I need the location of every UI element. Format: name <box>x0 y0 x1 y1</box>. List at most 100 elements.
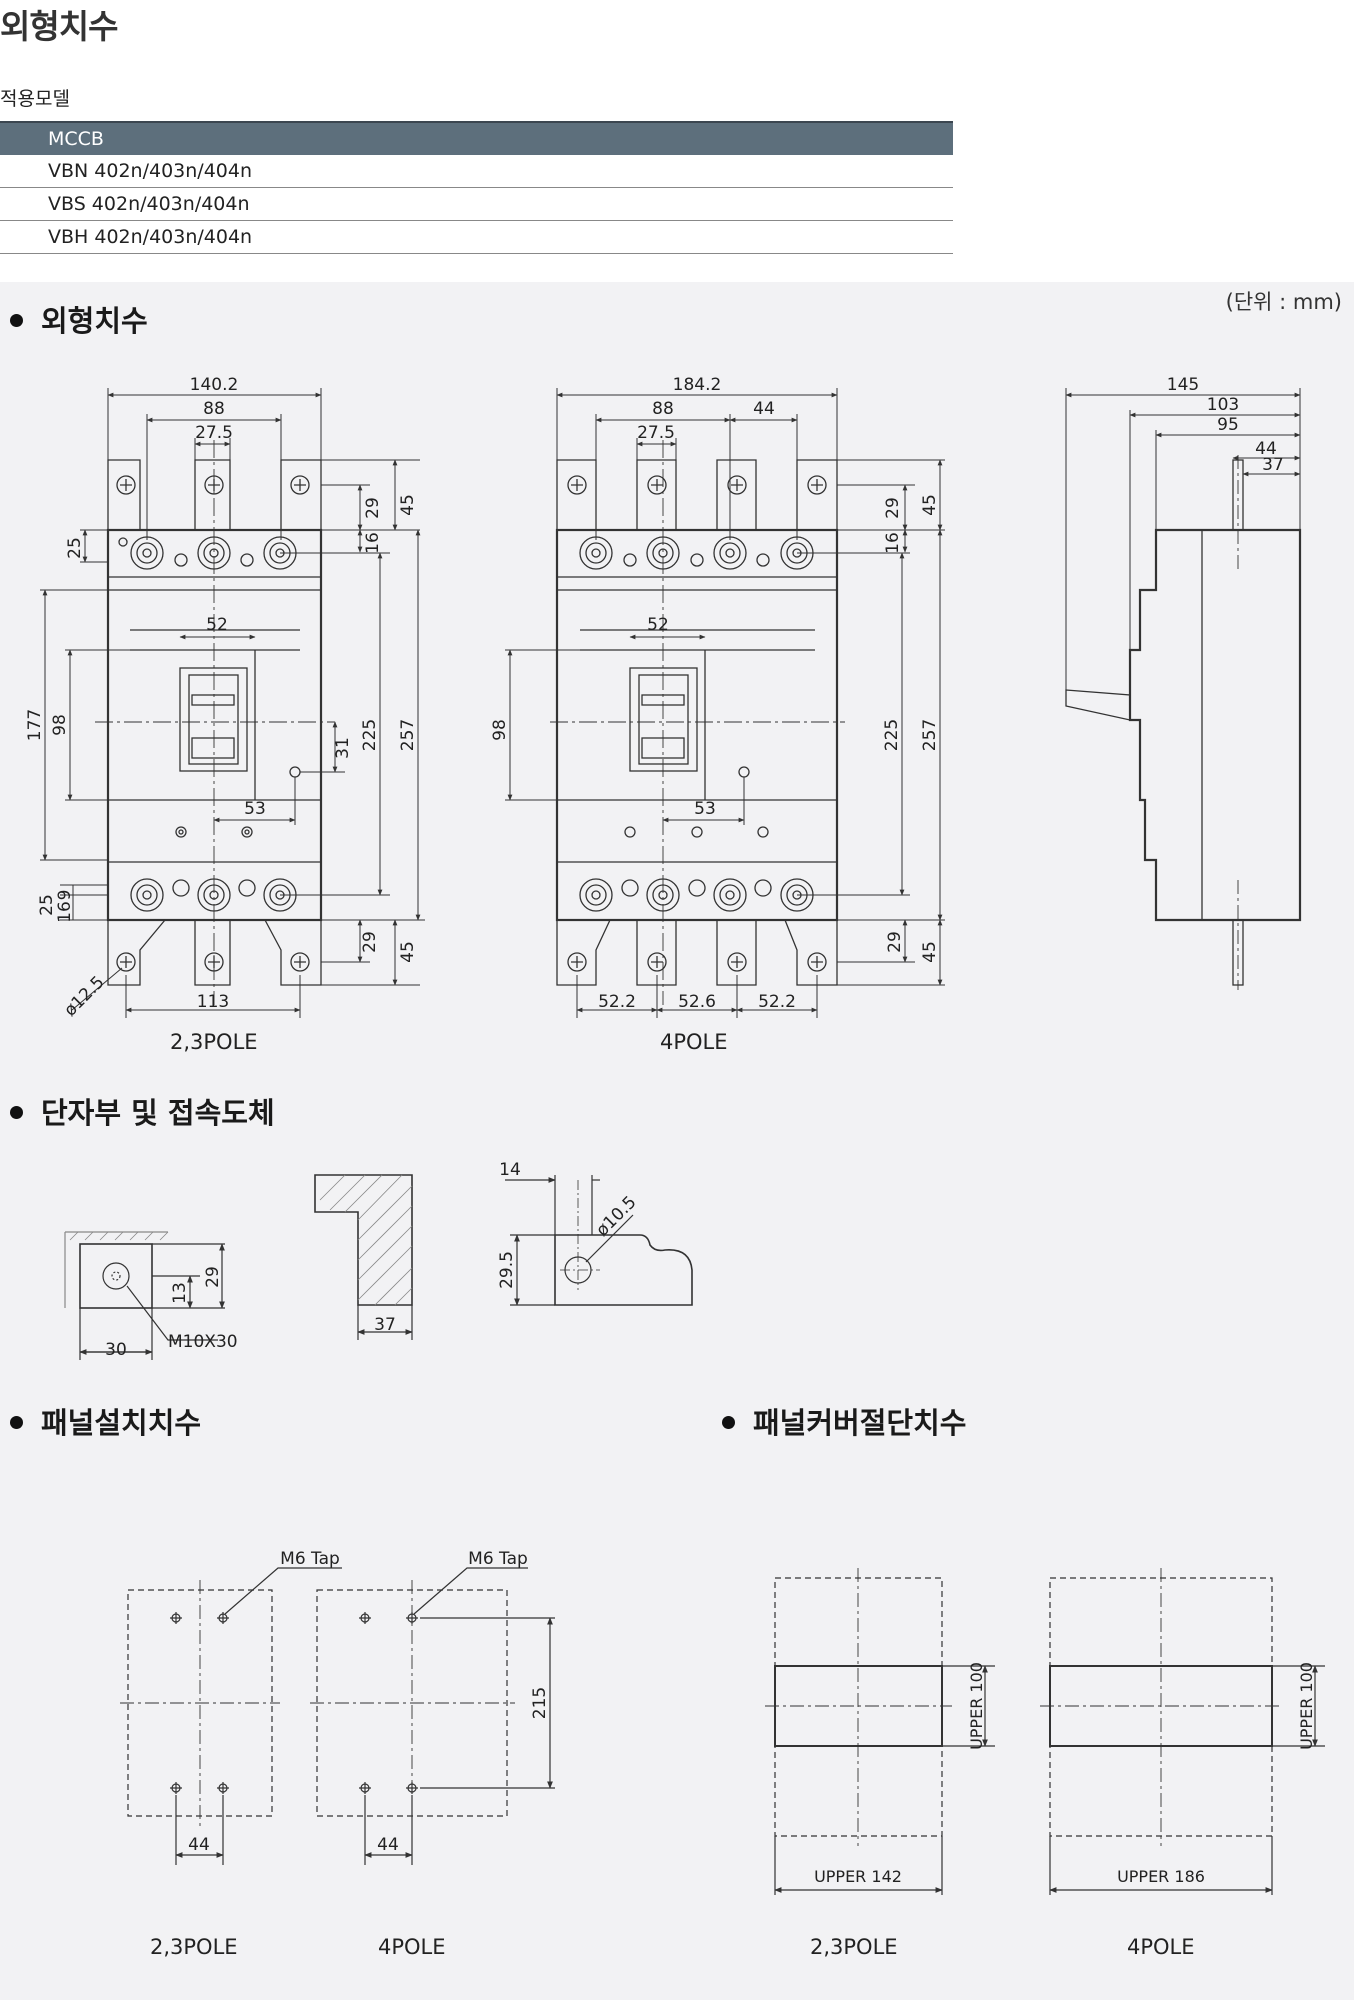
svg-text:52: 52 <box>206 615 228 635</box>
svg-text:UPPER 186: UPPER 186 <box>1117 1867 1205 1886</box>
models-table: MCCB VBN 402n/403n/404n VBS 402n/403n/40… <box>0 121 953 254</box>
table-row: VBS 402n/403n/404n <box>0 187 953 221</box>
terminal-drawings <box>64 1174 693 1360</box>
svg-text:25: 25 <box>37 894 57 916</box>
svg-text:44: 44 <box>377 1835 399 1855</box>
svg-text:225: 225 <box>360 719 380 751</box>
svg-text:45: 45 <box>398 941 418 963</box>
svg-text:M10X30: M10X30 <box>168 1332 238 1352</box>
svg-text:225: 225 <box>882 719 902 751</box>
svg-text:98: 98 <box>490 719 510 741</box>
caption-install-23pole: 2,3POLE <box>150 1935 238 1959</box>
dims-4pole <box>505 388 945 1018</box>
bullet-icon <box>10 313 23 327</box>
svg-text:14: 14 <box>499 1160 521 1180</box>
bullet-icon <box>10 1415 23 1429</box>
svg-text:88: 88 <box>203 399 225 419</box>
svg-text:16: 16 <box>363 532 383 554</box>
svg-text:98: 98 <box>50 714 70 736</box>
applicable-models-label: 적용모델 <box>0 88 70 110</box>
side-view <box>1065 455 1302 990</box>
svg-text:ø12.5: ø12.5 <box>60 972 108 1020</box>
panel-install-labels: M6 Tap M6 Tap 44 44 215 <box>188 1549 550 1855</box>
svg-text:88: 88 <box>652 399 674 419</box>
dim-labels-side: 145 103 95 44 37 <box>1167 375 1284 475</box>
svg-text:29: 29 <box>363 497 383 519</box>
front-view-23pole <box>95 440 335 1005</box>
svg-text:25: 25 <box>65 537 85 559</box>
panel-cover-labels: UPPER 100 UPPER 100 UPPER 142 UPPER 186 <box>814 1662 1316 1886</box>
svg-text:45: 45 <box>920 494 940 516</box>
svg-text:44: 44 <box>1255 439 1277 459</box>
svg-text:16: 16 <box>55 901 75 923</box>
table-row: VBN 402n/403n/404n <box>0 155 953 188</box>
svg-text:13: 13 <box>170 1282 190 1304</box>
svg-text:16: 16 <box>883 532 903 554</box>
svg-text:177: 177 <box>25 709 45 741</box>
models-table-header: MCCB <box>0 121 953 155</box>
svg-text:45: 45 <box>398 494 418 516</box>
dims-side <box>1065 388 1301 690</box>
svg-text:29.5: 29.5 <box>497 1251 517 1289</box>
dim-labels-4pole: 184.2 88 44 27.5 29 45 16 98 52 225 257 … <box>490 375 940 1012</box>
svg-text:37: 37 <box>374 1315 396 1335</box>
unit-label: (단위 : mm) <box>1225 290 1342 314</box>
svg-text:29: 29 <box>360 931 380 953</box>
svg-text:37: 37 <box>1262 455 1284 475</box>
svg-text:184.2: 184.2 <box>673 375 722 395</box>
svg-text:27.5: 27.5 <box>637 423 675 443</box>
terminal-labels: 13 29 30 M10X30 37 14 ø10.5 29.5 <box>105 1160 640 1360</box>
svg-text:9: 9 <box>55 890 75 901</box>
page-title: 외형치수 <box>0 7 118 46</box>
section-terminal: 단자부 및 접속도체 <box>10 1090 275 1132</box>
tap-hole-icon <box>359 1612 418 1794</box>
svg-text:257: 257 <box>920 719 940 751</box>
terminal-block-1 <box>64 1231 225 1360</box>
section-panel-cover-cut: 패널커버절단치수 <box>722 1400 966 1442</box>
svg-text:29: 29 <box>203 1266 223 1288</box>
svg-text:53: 53 <box>694 799 716 819</box>
svg-text:31: 31 <box>333 737 353 759</box>
svg-text:27.5: 27.5 <box>195 423 233 443</box>
bullet-icon <box>10 1105 23 1119</box>
svg-text:M6 Tap: M6 Tap <box>280 1549 340 1569</box>
svg-text:UPPER 100: UPPER 100 <box>1297 1662 1316 1750</box>
svg-text:30: 30 <box>105 1340 127 1360</box>
svg-text:52.6: 52.6 <box>678 992 716 1012</box>
svg-text:UPPER 100: UPPER 100 <box>967 1662 986 1750</box>
caption-cover-23pole: 2,3POLE <box>810 1935 898 1959</box>
caption-4pole: 4POLE <box>660 1030 728 1054</box>
svg-text:53: 53 <box>244 799 266 819</box>
svg-text:95: 95 <box>1217 415 1239 435</box>
front-view-4pole <box>550 440 845 1005</box>
svg-text:29: 29 <box>883 497 903 519</box>
svg-text:52.2: 52.2 <box>758 992 796 1012</box>
bullet-icon <box>722 1415 735 1429</box>
svg-text:257: 257 <box>398 719 418 751</box>
svg-text:44: 44 <box>188 1835 210 1855</box>
svg-text:52: 52 <box>647 615 669 635</box>
svg-text:UPPER 142: UPPER 142 <box>814 1867 902 1886</box>
svg-text:44: 44 <box>753 399 775 419</box>
conductor-bar <box>505 1175 693 1306</box>
caption-install-4pole: 4POLE <box>378 1935 446 1959</box>
section-outer-dimensions: 외형치수 <box>10 298 148 340</box>
svg-text:140.2: 140.2 <box>190 375 239 395</box>
tap-hole-icon <box>170 1612 229 1794</box>
svg-text:ø10.5: ø10.5 <box>592 1192 640 1240</box>
panel-cover-drawings <box>765 1568 1325 1895</box>
svg-text:29: 29 <box>885 931 905 953</box>
dims-23pole <box>40 388 425 1018</box>
svg-text:103: 103 <box>1207 395 1239 415</box>
caption-23pole: 2,3POLE <box>170 1030 258 1054</box>
dim-labels-23pole: 140.2 88 27.5 29 45 16 25 177 98 52 31 2… <box>25 375 418 1021</box>
svg-text:113: 113 <box>197 992 229 1012</box>
svg-text:M6 Tap: M6 Tap <box>468 1549 528 1569</box>
table-row: VBH 402n/403n/404n <box>0 220 953 254</box>
section-panel-install: 패널설치치수 <box>10 1400 201 1442</box>
svg-text:52.2: 52.2 <box>598 992 636 1012</box>
svg-text:145: 145 <box>1167 375 1199 395</box>
panel-install-drawings <box>120 1567 555 1865</box>
conductor-profile <box>314 1174 413 1340</box>
